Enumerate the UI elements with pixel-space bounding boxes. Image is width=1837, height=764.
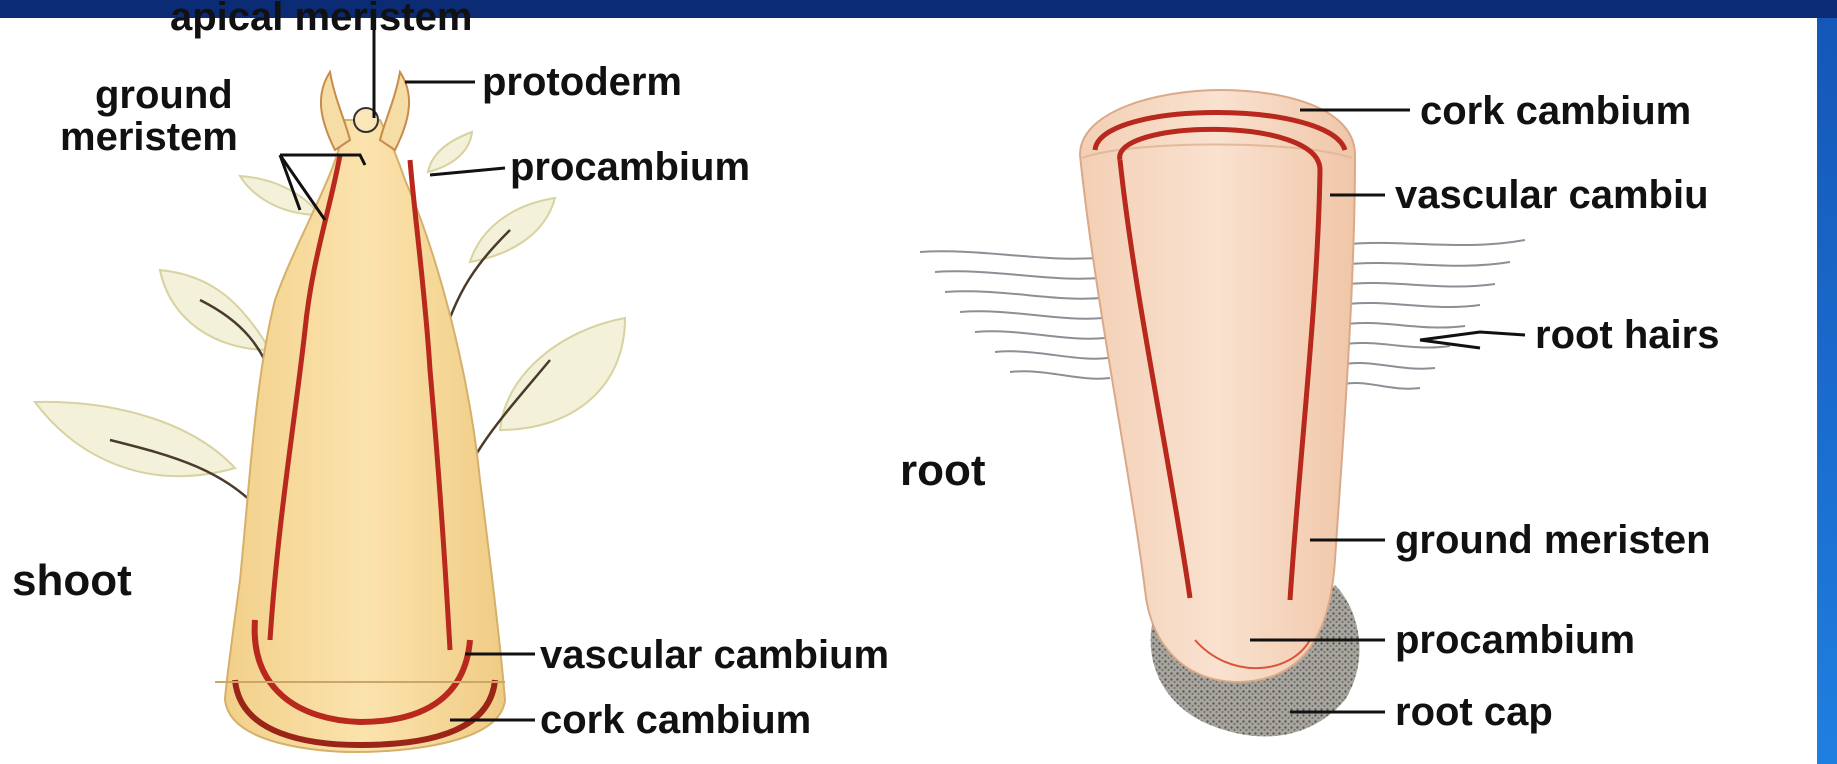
label-root-title: root [900, 446, 986, 495]
label-root-hairs: root hairs [1535, 313, 1719, 357]
label-protoderm: protoderm [482, 60, 682, 104]
label-shoot-title: shoot [12, 556, 132, 605]
label-root-ground-meristem: ground meristen [1395, 518, 1711, 562]
label-ground-meristem-line2: meristem [60, 115, 238, 159]
label-shoot-cork-cambium: cork cambium [540, 698, 811, 742]
leaf-right-bottom [500, 318, 625, 430]
label-root-vascular-cambium: vascular cambiu [1395, 173, 1709, 217]
label-shoot-vascular-cambium: vascular cambium [540, 633, 889, 677]
label-root-procambium: procambium [1395, 618, 1635, 662]
leaf-right-top [428, 132, 472, 172]
root-hairs-right [1340, 240, 1525, 389]
leaf-right-mid [470, 198, 555, 262]
label-apical-meristem: apical meristem [170, 0, 472, 39]
label-root-cap: root cap [1395, 690, 1553, 734]
shoot-body [225, 120, 505, 752]
label-ground-meristem-line1: ground [95, 73, 233, 117]
label-root-cork-cambium: cork cambium [1420, 89, 1691, 133]
leaf-left-mid [160, 270, 270, 350]
protoderm-tip-left [321, 72, 350, 150]
root-hairs-left [920, 251, 1110, 378]
protoderm-tip-right [380, 72, 409, 150]
label-shoot-procambium: procambium [510, 145, 750, 189]
leaf-left-bottom [35, 402, 235, 476]
